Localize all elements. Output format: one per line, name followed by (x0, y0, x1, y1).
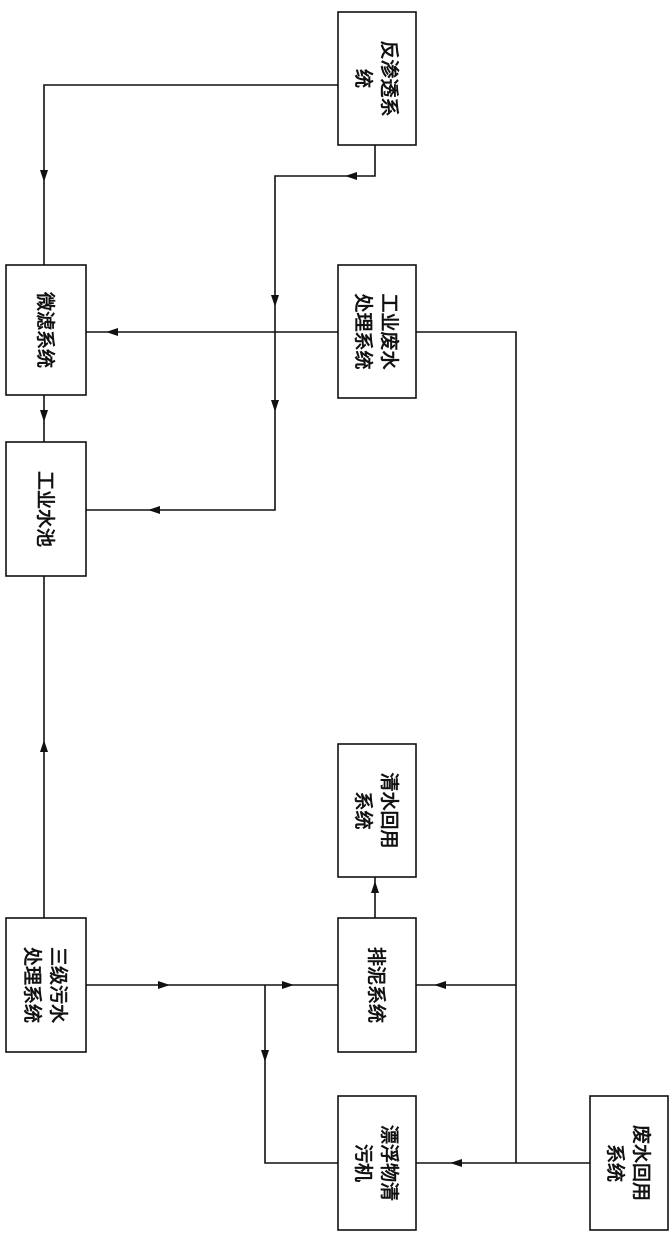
connectors (43, 84, 590, 1164)
edge-ro-to-microfilter (43, 84, 338, 265)
box-tertiary-sewage-line-1: 三级污水 (47, 947, 70, 1024)
arrow-left-to-skimmer (450, 1159, 462, 1167)
box-sludge-discharge-line-1: 排泥系统 (365, 947, 388, 1023)
box-float-skimmer-line-1: 漂浮物清 (378, 1125, 401, 1201)
edge-ro-reject-to-pool (86, 145, 376, 511)
edge-industrial-to-sludge-skimmer (416, 331, 517, 1163)
box-tertiary-sewage: 三级污水 处理系统 (5, 917, 87, 1053)
box-reverse-osmosis-line-1: 反渗透系 (378, 40, 401, 116)
box-float-skimmer: 漂浮物清 污机 (337, 1095, 417, 1231)
box-industrial-pool: 工业水池 (5, 441, 87, 577)
arrow-left-ro-return (345, 172, 357, 180)
box-float-skimmer-line-2: 污机 (352, 1144, 374, 1182)
box-wastewater-reuse-line-2: 系统 (604, 1144, 627, 1182)
box-reverse-osmosis-line-2: 统 (352, 69, 375, 88)
box-clear-water-reuse: 清水回用 系统 (337, 743, 417, 878)
box-industrial-wastewater-line-1: 工业废水 (378, 293, 401, 370)
box-clear-water-reuse-line-1: 清水回用 (378, 772, 401, 848)
edge-branch-to-skimmer (264, 985, 338, 1164)
arrow-right-to-sludge (282, 981, 294, 989)
arrow-left-to-microfilter (106, 328, 118, 336)
box-industrial-wastewater: 工业废水 处理系统 (337, 264, 417, 399)
arrowheads (40, 170, 462, 1167)
box-reverse-osmosis: 反渗透系 统 (337, 11, 417, 146)
arrow-down-to-skimmer (261, 1050, 269, 1062)
arrow-right-tertiary-out (158, 981, 170, 989)
box-industrial-wastewater-line-2: 处理系统 (352, 292, 375, 369)
arrow-left-to-sludge (434, 981, 446, 989)
arrow-up-to-pool (40, 740, 48, 752)
arrow-down-return-line-2 (271, 400, 279, 412)
arrow-down-to-pool (40, 410, 48, 422)
box-wastewater-reuse-line-1: 废水回用 (630, 1125, 653, 1201)
arrow-up-to-clearwater (371, 881, 379, 893)
box-microfilter: 微滤系统 (5, 264, 87, 396)
box-industrial-pool-line-1: 工业水池 (34, 471, 57, 547)
box-sludge-discharge: 排泥系统 (337, 917, 417, 1053)
box-wastewater-reuse: 废水回用 系统 (589, 1095, 669, 1231)
arrow-down-to-microfilter (40, 170, 48, 182)
box-tertiary-sewage-line-2: 处理系统 (21, 946, 44, 1023)
box-microfilter-line-1: 微滤系统 (34, 291, 57, 368)
box-clear-water-reuse-line-2: 系统 (352, 791, 375, 829)
arrow-down-return-line-1 (271, 295, 279, 307)
arrow-left-to-pool (148, 506, 160, 514)
